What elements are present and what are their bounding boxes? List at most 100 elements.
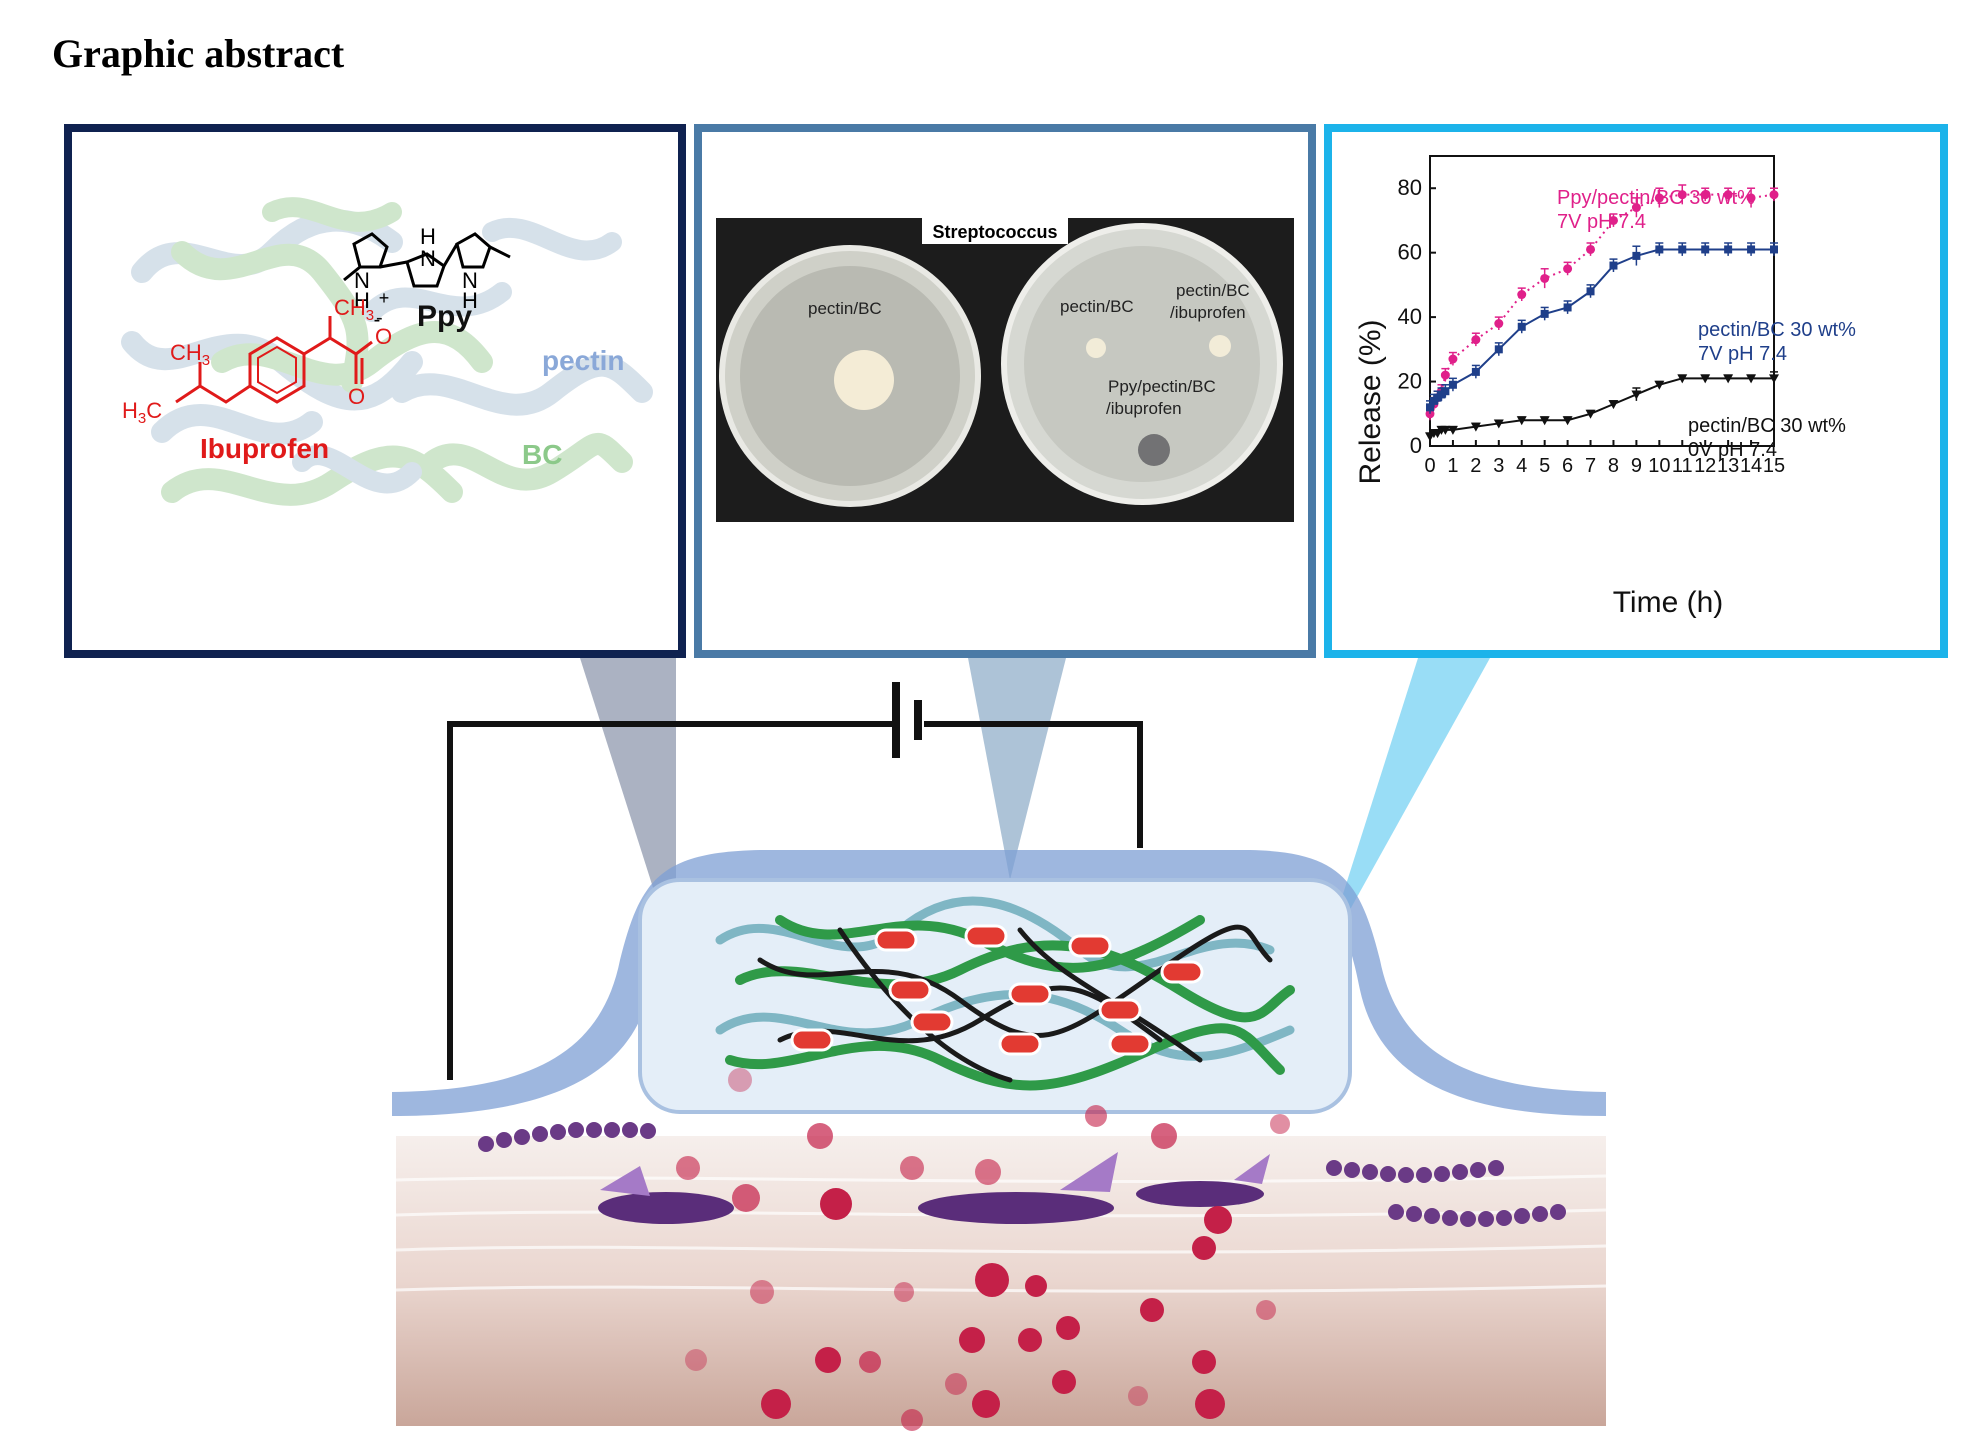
data-point [1540,309,1549,318]
data-point [1654,193,1664,203]
data-point [1632,251,1641,260]
data-point [1608,215,1618,225]
right-dish-agar [1024,246,1260,482]
projection-cone-release [1322,658,1490,960]
hydrogel-reservoir [638,878,1352,1114]
ibuprofen-o2: O [348,384,365,409]
x-tick-label: 1 [1447,455,1458,477]
right-dish-disc-ibuprofen [1209,335,1231,357]
pectin-label: pectin [542,345,624,376]
data-point [1540,273,1550,283]
data-point [1440,425,1451,435]
legend-pb0-line1: pectin/BC 30 wt% [1688,415,1846,437]
right-dish-label-pectin-ibuprofen-1: pectin/BC [1176,281,1250,300]
data-point [1471,367,1480,376]
data-point [1631,390,1642,400]
right-dish-inhibition-zone [1138,434,1170,466]
data-point [1700,374,1711,384]
data-point [1586,244,1596,254]
data-point [1426,403,1434,412]
ibuprofen-label: Ibuprofen [200,433,329,464]
bacteria-chains [478,1122,1566,1227]
ppy-n-right: N [462,268,478,293]
x-tick-label: 3 [1493,455,1504,477]
x-tick-label: 15 [1763,455,1785,477]
x-tick-label: 13 [1717,455,1739,477]
y-tick-label: 80 [1398,175,1422,200]
data-point [1494,345,1503,354]
data-point [1746,193,1756,203]
data-point [1562,416,1573,426]
legend-ppy-line1: Ppy/pectin/BC 30 wt% [1557,187,1755,209]
antibacterial-petri-panel: Streptococcus pectin/BC pectin/BC pectin… [694,124,1316,658]
device-fiber-network [715,896,1295,1091]
ppy-structure [343,232,511,288]
data-point [1678,245,1687,254]
ibuprofen-h3c: H3C [122,398,162,427]
polymer-fiber-background [121,197,653,506]
skin-tissue [396,1136,1606,1426]
data-point [1493,419,1504,429]
data-point [1701,245,1710,254]
data-point [1631,203,1641,213]
projection-cone-petri [968,658,1066,880]
data-point [1655,245,1664,254]
data-point [1471,335,1481,345]
ppy-h-left: H [354,288,370,313]
x-tick-label: 14 [1740,455,1762,477]
y-tick-label: 20 [1398,369,1422,394]
ibuprofen-ch3-b: CH3 [170,340,210,369]
right-dish-label-pectin-ibuprofen-2: /ibuprofen [1170,303,1246,322]
ppy-label: Ppy [417,300,472,333]
ibuprofen-ch3-a: CH3 [334,295,374,324]
data-point [1654,380,1665,390]
projection-cone-chem [580,658,676,960]
left-dish-label: pectin/BC [808,299,882,318]
data-point [1677,374,1688,384]
data-point [1447,425,1458,435]
data-point [1747,245,1756,254]
data-point [1608,400,1619,410]
x-tick-label: 2 [1470,455,1481,477]
legend-pb7-line1: pectin/BC 30 wt% [1698,319,1856,341]
right-dish-disc-pectin [1086,338,1106,358]
data-point [1723,190,1733,200]
data-point [1609,261,1618,270]
data-point [1723,374,1734,384]
data-point [1517,290,1527,300]
plot-frame [1429,155,1775,447]
ppy-minus: - [374,309,381,331]
legend-pb0-line2: 0V pH 7.4 [1688,439,1777,461]
x-axis-label: Time (h) [1613,586,1724,619]
series-1 [1426,242,1778,414]
x-tick-label: 5 [1539,455,1550,477]
x-tick-label: 8 [1608,455,1619,477]
series-2 [1425,371,1779,442]
x-tick-label: 0 [1424,455,1435,477]
y-tick-label: 0 [1410,433,1422,458]
x-tick-label: 12 [1694,455,1716,477]
data-point [1585,409,1596,419]
data-point [1539,416,1550,426]
data-point [1470,422,1481,432]
data-point [1586,287,1595,296]
data-point [1724,245,1733,254]
x-tick-label: 7 [1585,455,1596,477]
lysed-bacteria [598,1152,1270,1224]
ibuprofen-o1: O [375,324,392,349]
ppy-plus: + [379,288,390,308]
ibuprofen-structure [175,316,373,404]
data-point [1494,319,1504,329]
legend-ppy-line2: 7V pH 7.4 [1557,211,1646,233]
right-dish-label-ppy-1: Ppy/pectin/BC [1108,377,1216,396]
chemical-structure-panel: H N N H - + N H Ppy CH3 O O - CH3 H3C Ib… [64,124,686,658]
data-point [1770,245,1778,254]
data-point [1448,380,1457,389]
x-tick-label: 10 [1648,455,1670,477]
data-point [1746,374,1757,384]
x-tick-label: 6 [1562,455,1573,477]
y-tick-label: 60 [1398,240,1422,265]
